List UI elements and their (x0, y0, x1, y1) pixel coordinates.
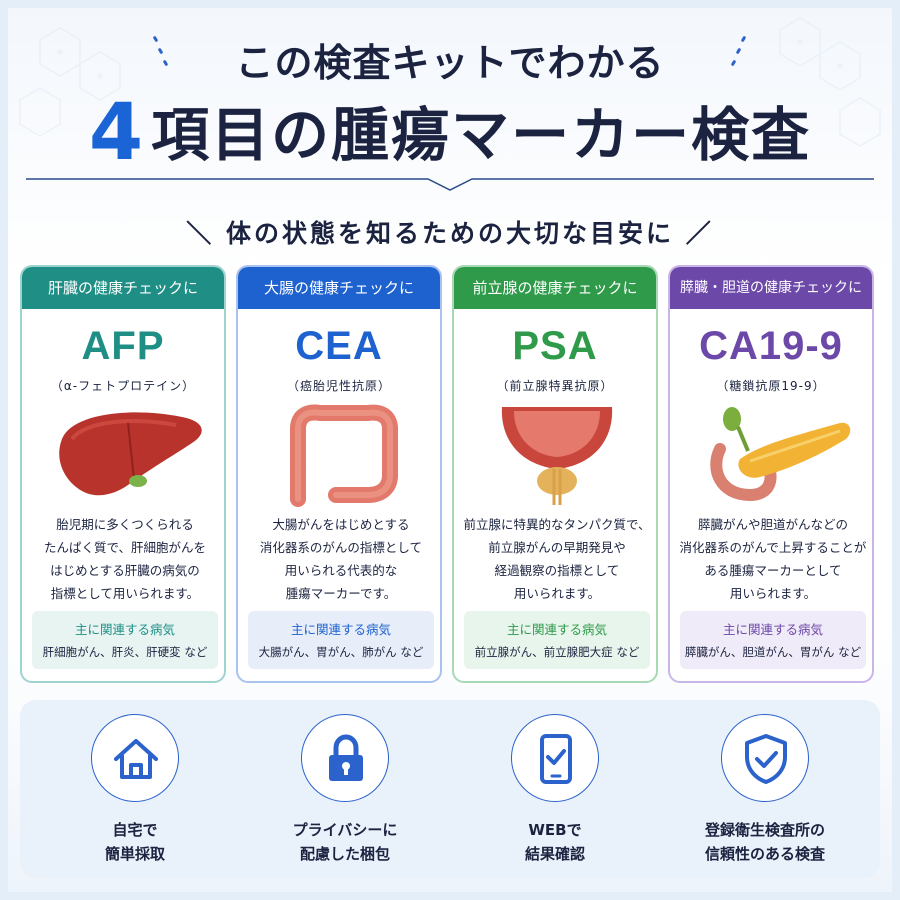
description-line: 腫瘍マーカーです。 (285, 586, 397, 601)
feature-label-line: WEBで (528, 821, 582, 839)
liver-icon (59, 412, 202, 496)
marker-subtitle: （癌胎児性抗原） (286, 379, 391, 393)
related-diseases-title: 主に関連する病気 (290, 622, 391, 637)
hexagon-pattern-decoration (19, 17, 881, 147)
marker-code: CA19-9 (699, 324, 843, 368)
description-line: 用いられる代表的な (284, 563, 398, 578)
feature-icon-circle (91, 714, 179, 802)
pancreas-icon (710, 407, 851, 502)
feature-label-line: 自宅で (112, 821, 158, 839)
subheading: ＼ 体の状態を知るための大切な目安に ／ (186, 219, 714, 248)
feature-label-line: 配慮した梱包 (299, 845, 390, 863)
header-divider (26, 178, 874, 191)
card-band: 膵臓・胆道の健康チェックに (670, 267, 872, 309)
headline-main-text: 項目の腫瘍マーカー検査 (151, 101, 812, 169)
related-diseases-list: 肝細胞がん、肝炎、肝硬変 など (42, 645, 208, 659)
marker-subtitle: （前立腺特異抗原） (496, 379, 614, 393)
feature-label-line: 登録衛生検査所の (704, 821, 825, 839)
headline-kit: この検査キットでわかる (235, 41, 665, 85)
description-line: 用いられます。 (729, 586, 817, 601)
related-diseases-list: 膵臓がん、胆道がん、胃がん など (684, 645, 862, 659)
description-line: 用いられます。 (513, 586, 601, 601)
lock-icon (329, 734, 363, 781)
features-panel: 自宅で 簡単採取 プライバシーに 配慮した梱包 WEBで (20, 700, 880, 878)
marker-code: CEA (295, 324, 383, 368)
description-line: 胎児期に多くつくられる (56, 517, 194, 532)
feature-label: WEBで 結果確認 (455, 818, 655, 866)
feature-icon-circle (301, 714, 389, 802)
marker-description: 大腸がんをはじめとする 消化器系のがんの指標として 用いられる代表的な 腫瘍マー… (244, 513, 438, 605)
card-band: 大腸の健康チェックに (238, 267, 440, 309)
description-line: たんぱく質で、肝細胞がんを (43, 540, 206, 555)
feature-label: プライバシーに 配慮した梱包 (245, 818, 445, 866)
smartphone-check-icon (540, 734, 572, 784)
description-line: 指標として用いられます。 (50, 586, 200, 601)
marker-card-ca19-9: 膵臓・胆道の健康チェックに CA19-9 （糖鎖抗原19-9） 膵臓がんや胆道が… (668, 265, 874, 683)
related-diseases-title: 主に関連する病気 (506, 622, 607, 637)
marker-cards: 肝臓の健康チェックに AFP （α-フェトプロテイン） 胎児期に多くつくられる … (20, 265, 880, 683)
marker-code: PSA (512, 324, 598, 368)
headline-number: 4 (88, 88, 146, 178)
related-diseases-box: 主に関連する病気 大腸がん、胃がん、肺がん など (248, 611, 434, 669)
feature-label: 登録衛生検査所の 信頼性のある検査 (665, 818, 865, 866)
marker-card-cea: 大腸の健康チェックに CEA （癌胎児性抗原） 大腸がんをはじめとする 消化器系… (236, 265, 442, 683)
description-line: 消化器系のがんで上昇することが (679, 540, 867, 555)
related-diseases-list: 前立腺がん、前立腺肥大症 など (474, 645, 640, 659)
description-line: 大腸がんをはじめとする (272, 517, 410, 532)
marker-code: AFP (81, 324, 165, 368)
feature-privacy-packaging: プライバシーに 配慮した梱包 (245, 714, 445, 874)
description-line: はじめとする肝臓の病気の (50, 563, 200, 578)
prostate-icon (501, 407, 613, 505)
marker-description: 前立腺に特異的なタンパク質で、 前立腺がんの早期発見や 経過観察の指標として 用… (460, 513, 654, 605)
description-line: 消化器系のがんの指標として (259, 540, 423, 555)
feature-label-line: 信頼性のある検査 (704, 845, 825, 863)
card-band: 前立腺の健康チェックに (454, 267, 656, 309)
house-icon (114, 739, 158, 779)
shield-check-icon (745, 734, 787, 784)
description-line: 膵臓がんや胆道がんなどの (697, 517, 848, 532)
related-diseases-title: 主に関連する病気 (722, 622, 823, 637)
related-diseases-box: 主に関連する病気 肝細胞がん、肝炎、肝硬変 など (32, 611, 218, 669)
feature-label-line: プライバシーに (292, 821, 398, 839)
marker-description: 胎児期に多くつくられる たんぱく質で、肝細胞がんを はじめとする肝臓の病気の 指… (28, 513, 222, 605)
description-line: ある腫瘍マーカーとして (704, 563, 842, 578)
feature-icon-circle (721, 714, 809, 802)
related-diseases-box: 主に関連する病気 前立腺がん、前立腺肥大症 など (464, 611, 650, 669)
marker-subtitle: （糖鎖抗原19-9） (716, 379, 826, 393)
feature-label-line: 簡単採取 (104, 845, 165, 863)
marker-subtitle: （α-フェトプロテイン） (50, 379, 196, 393)
related-diseases-title: 主に関連する病気 (74, 622, 175, 637)
description-line: 経過観察の指標として (494, 563, 620, 578)
feature-registered-lab: 登録衛生検査所の 信頼性のある検査 (665, 714, 865, 874)
feature-web-results: WEBで 結果確認 (455, 714, 655, 874)
marker-description: 膵臓がんや胆道がんなどの 消化器系のがんで上昇することが ある腫瘍マーカーとして… (676, 513, 870, 605)
feature-home-collection: 自宅で 簡単採取 (35, 714, 235, 874)
card-band: 肝臓の健康チェックに (22, 267, 224, 309)
description-line: 前立腺がんの早期発見や (488, 540, 626, 555)
related-diseases-list: 大腸がん、胃がん、肺がん など (258, 645, 424, 659)
marker-card-afp: 肝臓の健康チェックに AFP （α-フェトプロテイン） 胎児期に多くつくられる … (20, 265, 226, 683)
marker-card-psa: 前立腺の健康チェックに PSA （前立腺特異抗原） 前立腺に特異的なタンパク質で… (452, 265, 658, 683)
description-line: 前立腺に特異的なタンパク質で、 (463, 517, 651, 532)
colon-icon (290, 404, 398, 507)
feature-label: 自宅で 簡単採取 (35, 818, 235, 866)
feature-label-line: 結果確認 (524, 845, 585, 863)
related-diseases-box: 主に関連する病気 膵臓がん、胆道がん、胃がん など (680, 611, 866, 669)
feature-icon-circle (511, 714, 599, 802)
